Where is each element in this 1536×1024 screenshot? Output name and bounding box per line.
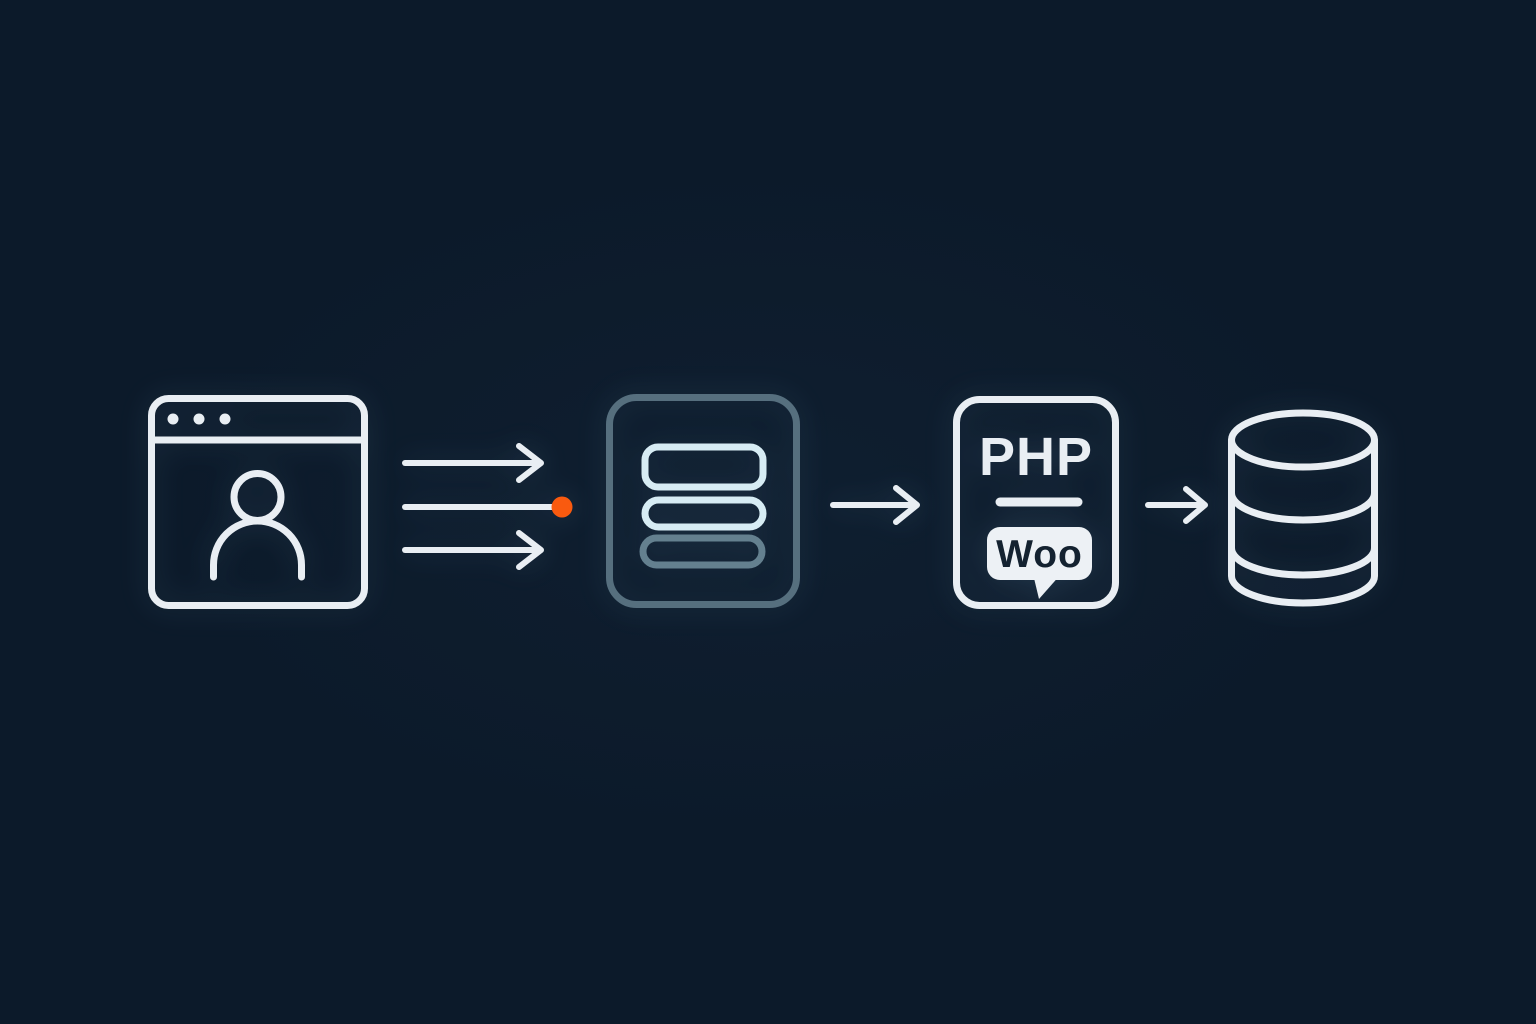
arrow-right-icon xyxy=(830,485,920,525)
field-bar-3 xyxy=(639,534,766,569)
database-body xyxy=(1228,436,1378,607)
form-fields-card-icon xyxy=(606,394,800,608)
woo-badge: Woo xyxy=(987,527,1092,599)
user-avatar-icon xyxy=(210,470,305,581)
line-with-orange-dot xyxy=(402,496,573,518)
woo-badge-bubble xyxy=(987,527,1092,580)
browser-window-user-icon xyxy=(148,395,368,609)
database-band-2 xyxy=(1228,544,1378,579)
database-cylinder-icon xyxy=(1228,409,1378,607)
field-bar-2 xyxy=(641,496,767,531)
php-woocommerce-file-icon: PHP Woo xyxy=(953,396,1119,609)
php-label: PHP xyxy=(979,427,1093,487)
arrow-right-bottom-icon xyxy=(402,530,544,570)
arrow-right-icon xyxy=(1145,486,1208,524)
php-file-frame xyxy=(953,396,1119,609)
card-frame xyxy=(606,394,800,608)
orange-dot xyxy=(551,496,573,518)
triple-arrow-right-with-orange-dot xyxy=(402,443,573,570)
browser-frame xyxy=(148,395,368,609)
browser-titlebar-dots xyxy=(167,413,231,425)
woo-badge-tail xyxy=(1033,574,1061,599)
woo-label: Woo xyxy=(996,533,1083,576)
database-top-ellipse xyxy=(1228,409,1378,471)
database-band-1 xyxy=(1228,489,1378,524)
arrow-right-top-icon xyxy=(402,443,544,483)
field-bar-1 xyxy=(641,443,767,491)
